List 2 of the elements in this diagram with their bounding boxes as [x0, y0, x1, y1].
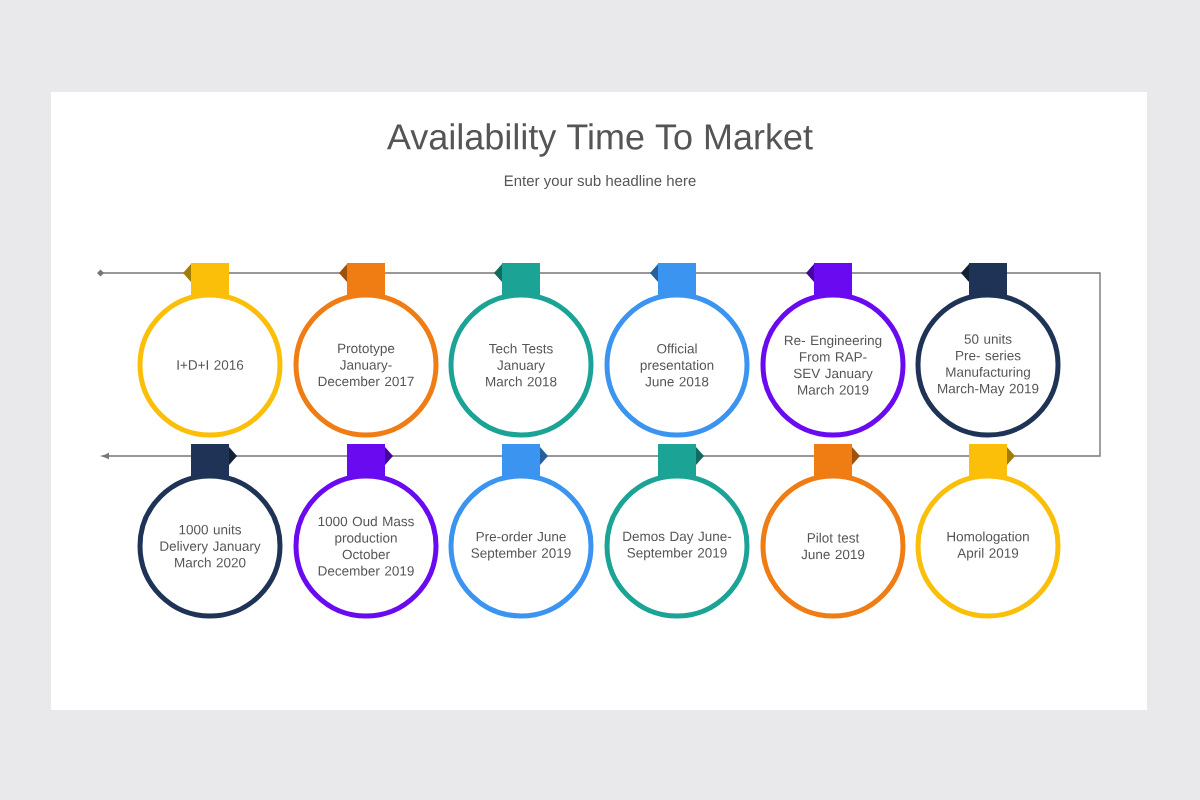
title: Availability Time To Market	[387, 123, 813, 157]
subtitle: Enter your sub headline here	[504, 175, 696, 189]
